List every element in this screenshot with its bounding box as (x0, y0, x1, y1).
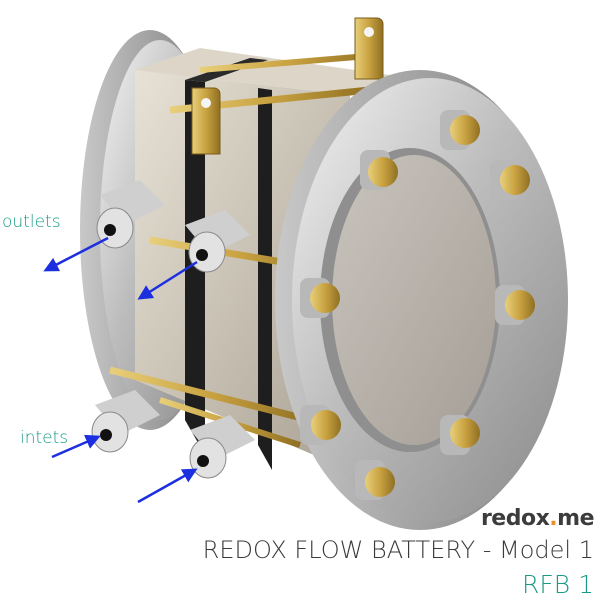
outlet-arrow-right (137, 260, 198, 300)
outlets-label: outlets (2, 212, 61, 232)
inlets-label: intets (20, 428, 69, 448)
logo-part1: redox (480, 506, 550, 531)
inlet-arrow-left (51, 434, 101, 459)
flange-bolts (300, 110, 535, 500)
inlet-arrow-right (137, 468, 198, 504)
inlet-fittings (91, 390, 255, 479)
product-title: REDOX FLOW BATTERY - Model 1 (202, 536, 594, 564)
flow-arrows (43, 236, 198, 504)
outlet-arrow-left (43, 236, 109, 272)
brand-logo: redox.me (480, 506, 595, 531)
logo-part2: me (557, 506, 594, 531)
logo-dot: . (549, 506, 558, 531)
current-collector-tabs (191, 17, 384, 155)
model-code: RFB 1 (522, 570, 594, 599)
